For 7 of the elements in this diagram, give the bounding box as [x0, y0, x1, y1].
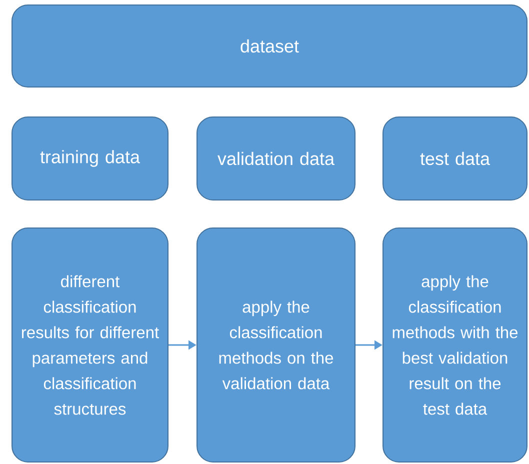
process-box: different classification results for different parameters and classification structures: [12, 228, 168, 462]
header-box: dataset: [12, 4, 528, 88]
data-box: test data: [382, 116, 528, 200]
data-box: validation data: [196, 116, 356, 200]
data-box: training data: [12, 116, 168, 200]
process-box: apply the classification methods with the best validation result on the test data: [382, 228, 528, 462]
process-box: apply the classification methods on the validation data: [196, 228, 356, 462]
